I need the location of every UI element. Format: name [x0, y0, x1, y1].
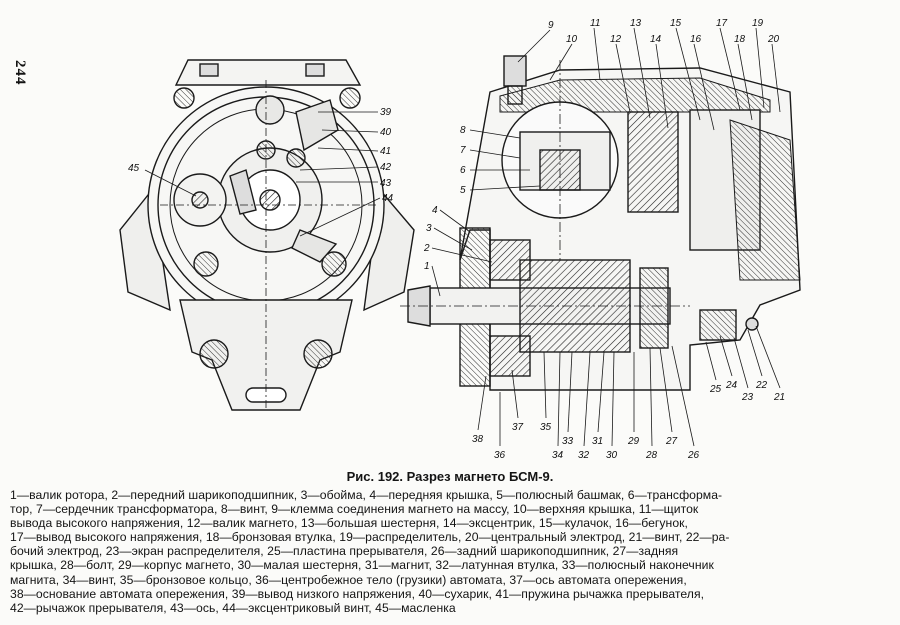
callout-label: 26 [687, 450, 700, 461]
callout-label: 7 [460, 145, 466, 156]
callout-label: 18 [734, 34, 746, 45]
legend-line: магнита, 34—винт, 35—бронзовое кольцо, 3… [10, 572, 687, 587]
callout-label: 4 [432, 205, 438, 216]
callout-label: 10 [566, 34, 578, 45]
callout-label: 8 [460, 125, 466, 136]
callout-label: 44 [382, 193, 394, 204]
callout-label: 24 [725, 380, 738, 391]
callout-label: 28 [645, 450, 658, 461]
callout-label: 37 [512, 422, 524, 433]
callouts-left-view: 39 40 41 42 43 44 45 [128, 107, 394, 204]
callouts-section-left: 8 7 6 5 4 3 2 1 [423, 125, 466, 272]
callout-label: 9 [548, 20, 554, 31]
legend-line: бочий электрод, 23—экран распределителя,… [10, 544, 679, 559]
figure-caption: Рис. 192. Разрез магнето БСМ-9. [346, 469, 554, 484]
callout-label: 41 [380, 146, 391, 157]
legend-line: 17—вывод высокого напряжения, 18—бронзов… [10, 530, 730, 545]
callout-label: 45 [128, 163, 140, 174]
callout-label: 35 [540, 422, 552, 433]
callout-label: 31 [592, 436, 603, 447]
callout-label: 27 [665, 436, 678, 447]
callout-label: 42 [380, 162, 392, 173]
end-view-drawing [119, 59, 415, 411]
callout-label: 2 [423, 243, 430, 254]
legend-line: 42—рычажок прерывателя, 43—ось, 44—эксце… [10, 600, 456, 615]
callout-label: 6 [460, 165, 466, 176]
callout-label: 23 [741, 392, 754, 403]
callout-label: 33 [562, 436, 574, 447]
callouts-section-top: 9 10 11 12 13 14 15 16 17 18 19 20 [548, 18, 780, 45]
section-view-drawing [400, 27, 801, 447]
callout-label: 19 [752, 18, 764, 29]
callout-label: 11 [590, 18, 600, 29]
callout-label: 40 [380, 127, 392, 138]
callouts-section-bottom: 38 37 36 35 34 33 32 31 30 29 28 27 26 [472, 422, 700, 461]
callout-label: 12 [610, 34, 622, 45]
callouts-section-lower-right: 25 24 23 22 21 [709, 380, 785, 403]
legend-line: 1—валик ротора, 2—передний шарикоподшипн… [10, 488, 723, 502]
callout-label: 32 [578, 450, 590, 461]
legend-line: тор, 7—сердечник трансформатора, 8—винт,… [10, 502, 699, 517]
legend-line: вывода высокого напряжения, 12—валик маг… [10, 516, 688, 531]
legend-line: 38—основание автомата опережения, 39—выв… [10, 586, 705, 601]
callout-label: 30 [606, 450, 618, 461]
callout-label: 3 [426, 223, 432, 234]
magneto-illustration: 39 40 41 42 43 44 45 8 7 6 5 4 3 2 1 9 1… [119, 18, 801, 461]
callout-label: 38 [472, 434, 484, 445]
callout-label: 25 [709, 384, 722, 395]
callout-label: 20 [767, 34, 780, 45]
callout-label: 17 [716, 18, 728, 29]
callout-label: 43 [380, 178, 392, 189]
callout-label: 34 [552, 450, 564, 461]
callout-label: 16 [690, 34, 702, 45]
callout-label: 14 [650, 34, 662, 45]
callout-label: 22 [755, 380, 768, 391]
callout-label: 36 [494, 450, 506, 461]
callout-label: 1 [424, 261, 430, 272]
callout-label: 29 [627, 436, 640, 447]
legend-line: крышка, 28—болт, 29—корпус магнето, 30—м… [10, 558, 714, 573]
callout-label: 13 [630, 18, 642, 29]
callout-label: 21 [773, 392, 785, 403]
figure-legend: 1—валик ротора, 2—передний шарикоподшипн… [10, 488, 890, 615]
callout-label: 39 [380, 107, 392, 118]
callout-label: 15 [670, 18, 682, 29]
callout-label: 5 [460, 185, 466, 196]
